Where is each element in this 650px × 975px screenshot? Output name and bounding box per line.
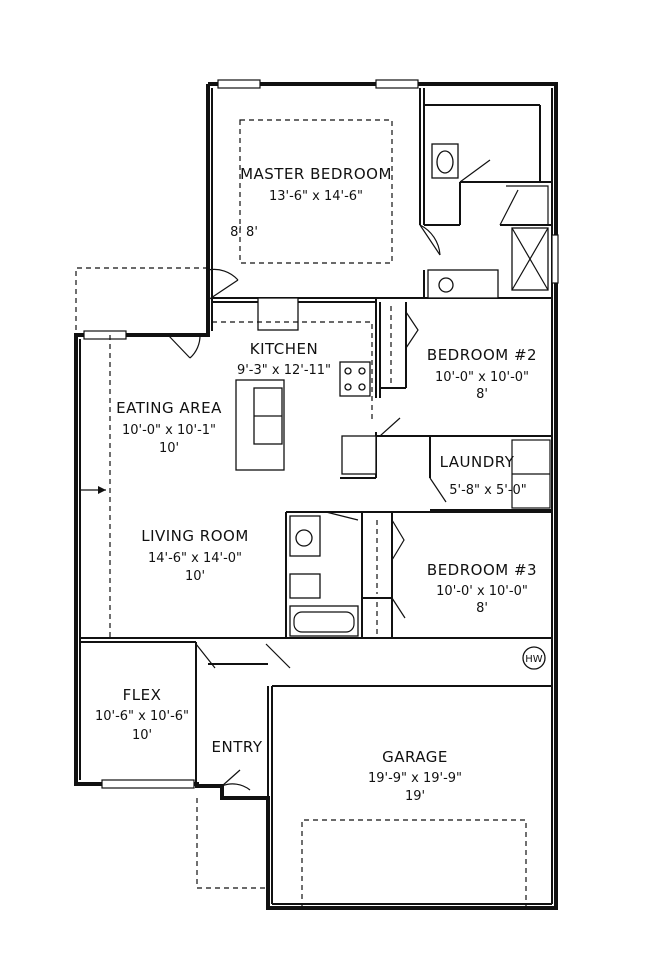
water-heater-label: HW	[525, 654, 543, 665]
patio-outline	[75, 267, 208, 335]
flex-name: FLEX	[123, 686, 162, 704]
bedroom2-size: 10'-0" x 10'-0"	[435, 370, 529, 385]
kitchen-fixtures	[212, 297, 377, 475]
garage-name: GARAGE	[382, 748, 448, 766]
laundry-size: 5'-8" x 5'-0"	[449, 483, 527, 498]
living-room-size: 14'-6" x 14'-0"	[148, 551, 242, 566]
arrow-head-icon	[98, 486, 106, 494]
window-master-left	[217, 79, 261, 89]
range	[339, 361, 371, 397]
master-bedroom-name: MASTER BEDROOM	[240, 165, 392, 183]
living-room-ceiling: 10'	[185, 569, 205, 584]
doors	[167, 159, 519, 791]
master-bedroom-ceiling: 8' 8'	[230, 225, 258, 240]
garage-door	[301, 819, 527, 908]
living-room-name: LIVING ROOM	[141, 527, 249, 545]
closets	[376, 306, 551, 634]
tub-bath2	[289, 605, 359, 637]
water-heater-symbol	[522, 646, 546, 670]
room-labels: MASTER BEDROOM 13'-6" x 14'-6" 8' 8' KIT…	[95, 165, 537, 804]
refrigerator	[257, 297, 299, 331]
eating-area-name: EATING AREA	[116, 399, 222, 417]
eating-area-ceiling: 10'	[159, 441, 179, 456]
bedroom3-ceiling: 8'	[476, 601, 488, 616]
kitchen-size: 9'-3" x 12'-11"	[237, 363, 331, 378]
bedroom2-ceiling: 8'	[476, 387, 488, 402]
garage-size: 19'-9" x 19'-9"	[368, 771, 462, 786]
entry-name: ENTRY	[212, 738, 263, 756]
kitchen-name: KITCHEN	[250, 340, 319, 358]
porch-outline	[196, 798, 268, 889]
bath2-fixtures	[289, 515, 359, 637]
garage-ceiling: 19'	[405, 789, 425, 804]
laundry-name: LAUNDRY	[440, 453, 515, 471]
bedroom3-size: 10'-0' x 10'-0"	[436, 584, 528, 599]
windows	[83, 79, 559, 789]
window-flex	[101, 779, 195, 789]
eating-area-size: 10'-0" x 10'-1"	[122, 423, 216, 438]
toilet-bath2	[289, 573, 321, 599]
master-tray-ceiling	[239, 119, 393, 264]
window-bath	[551, 234, 559, 284]
bedroom2-name: BEDROOM #2	[427, 346, 537, 364]
pantry	[341, 435, 377, 475]
bedroom3-name: BEDROOM #3	[427, 561, 537, 579]
window-eating	[83, 330, 127, 340]
master-bath-fixtures	[427, 143, 549, 299]
flex-size: 10'-6" x 10'-6"	[95, 709, 189, 724]
flex-ceiling: 10'	[132, 728, 152, 743]
sink-bath2	[289, 515, 321, 557]
master-bedroom-size: 13'-6" x 14'-6"	[269, 189, 363, 204]
window-master-right	[375, 79, 419, 89]
